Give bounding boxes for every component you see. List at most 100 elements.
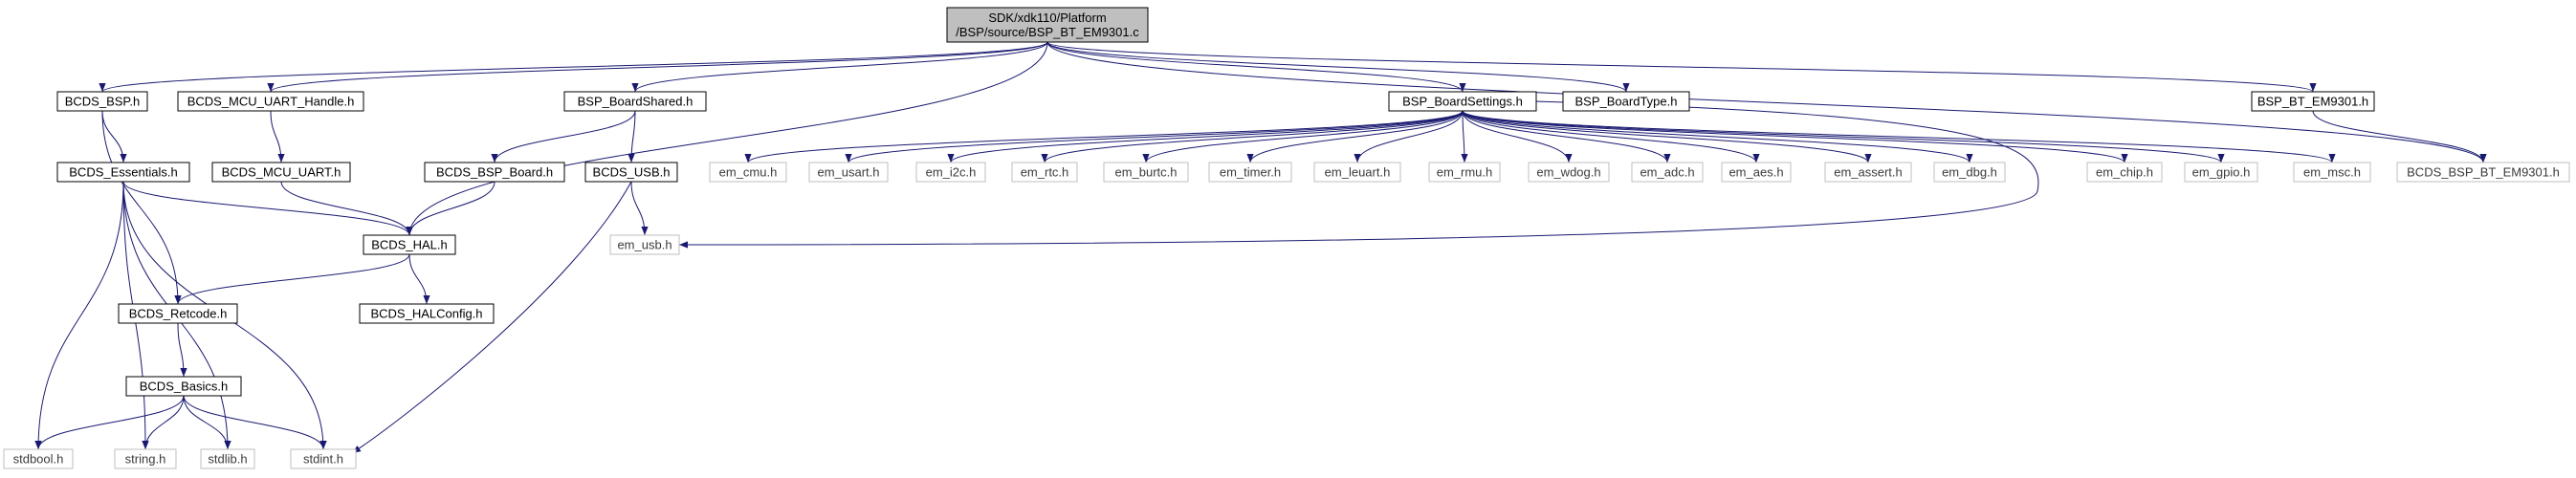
node-label: BCDS_BSP.h <box>65 95 141 109</box>
node-em-adc[interactable]: em_adc.h <box>1631 162 1704 183</box>
edge-root-to-mcu_uart_handle <box>267 41 1048 93</box>
node-em-leuart[interactable]: em_leuart.h <box>1313 162 1401 183</box>
node-label: BCDS_Essentials.h <box>69 165 177 180</box>
node-mcu-uart-handle[interactable]: BCDS_MCU_UART_Handle.h <box>177 91 364 112</box>
node-label: em_usart.h <box>817 165 879 180</box>
node-box <box>1631 162 1704 183</box>
node-label: em_dbg.h <box>1942 165 1997 180</box>
node-bcds-retcode[interactable]: BCDS_Retcode.h <box>118 303 238 324</box>
edge-bcds_usb-to-stdint <box>351 181 632 454</box>
node-em-rmu[interactable]: em_rmu.h <box>1428 162 1501 183</box>
node-em-usart[interactable]: em_usart.h <box>808 162 889 183</box>
node-label: em_timer.h <box>1220 165 1281 180</box>
node-stdlib[interactable]: stdlib.h <box>200 448 255 469</box>
node-label: BCDS_USB.h <box>593 165 671 180</box>
node-box <box>2293 162 2371 183</box>
node-label: BCDS_HALConfig.h <box>370 307 482 321</box>
edge-bcds_basics-to-stdlib <box>183 395 231 450</box>
edge-root-to-bsp_boardshared <box>631 41 1048 93</box>
node-box <box>290 448 357 469</box>
node-em-cmu[interactable]: em_cmu.h <box>709 162 787 183</box>
edge-root-to-bsp_boardtype <box>1046 41 1630 93</box>
node-bcds-bsp-board[interactable]: BCDS_BSP_Board.h <box>424 162 565 183</box>
node-bcds-usb[interactable]: BCDS_USB.h <box>584 162 678 183</box>
node-box <box>915 162 986 183</box>
node-em-wdog[interactable]: em_wdog.h <box>1528 162 1610 183</box>
node-box <box>2184 162 2258 183</box>
node-bcds-hal[interactable]: BCDS_HAL.h <box>363 234 456 255</box>
node-box <box>1103 162 1189 183</box>
node-em-dbg[interactable]: em_dbg.h <box>1933 162 2006 183</box>
node-box <box>1933 162 2006 183</box>
node-stdint[interactable]: stdint.h <box>290 448 357 469</box>
node-box <box>946 7 1149 43</box>
node-box <box>359 303 495 324</box>
node-em-chip[interactable]: em_chip.h <box>2086 162 2163 183</box>
node-label: em_gpio.h <box>2192 165 2251 180</box>
node-label: stdint.h <box>303 452 343 467</box>
edge-bsp_boardsettings-to-em_adc <box>1462 110 1671 163</box>
node-stdbool[interactable]: stdbool.h <box>3 448 74 469</box>
node-label: BCDS_MCU_UART_Handle.h <box>187 95 355 109</box>
edge-bsp_boardsettings-to-em_rtc <box>1041 110 1464 163</box>
edge-bsp_boardsettings-to-em_timer <box>1246 110 1464 163</box>
node-box <box>2396 162 2570 183</box>
node-em-msc[interactable]: em_msc.h <box>2293 162 2371 183</box>
node-label: em_usb.h <box>617 238 672 252</box>
node-box <box>56 91 148 112</box>
node-em-timer[interactable]: em_timer.h <box>1208 162 1292 183</box>
node-label: BCDS_Retcode.h <box>129 307 228 321</box>
node-bsp-bt-em9301[interactable]: BSP_BT_EM9301.h <box>2251 91 2375 112</box>
node-box <box>424 162 565 183</box>
edge-bsp_boardsettings-to-em_rmu <box>1461 110 1468 163</box>
node-em-gpio[interactable]: em_gpio.h <box>2184 162 2258 183</box>
node-bcds-halconfig[interactable]: BCDS_HALConfig.h <box>359 303 495 324</box>
node-bsp-boardshared[interactable]: BSP_BoardShared.h <box>563 91 707 112</box>
edge-bsp_boardsettings-to-em_cmu <box>744 110 1464 163</box>
edge-bsp_boardsettings-to-em_msc <box>1462 110 2336 163</box>
node-box <box>584 162 678 183</box>
node-label: em_rtc.h <box>1021 165 1069 180</box>
node-string[interactable]: string.h <box>114 448 177 469</box>
node-bcds-bsp-bt-em9301[interactable]: BCDS_BSP_BT_EM9301.h <box>2396 162 2570 183</box>
node-bcds-mcu-uart[interactable]: BCDS_MCU_UART.h <box>211 162 351 183</box>
node-box <box>1528 162 1610 183</box>
edge-bcds_essentials-to-stdbool <box>34 181 124 450</box>
node-em-burtc[interactable]: em_burtc.h <box>1103 162 1189 183</box>
node-label: BCDS_MCU_UART.h <box>222 165 341 180</box>
edge-bsp_bt_em9301-to-bcds_bsp_bt_em9301 <box>2312 110 2487 163</box>
node-em-usb[interactable]: em_usb.h <box>609 234 680 255</box>
node-label: BSP_BoardType.h <box>1575 95 1678 109</box>
edge-bsp_boardsettings-to-em_burtc <box>1142 110 1464 163</box>
edge-mcu_uart_handle-to-bcds_mcu_uart <box>270 110 285 163</box>
node-box <box>211 162 351 183</box>
edge-bsp_boardsettings-to-em_usb <box>678 100 2039 249</box>
node-label: BCDS_Basics.h <box>140 380 228 394</box>
node-label: em_assert.h <box>1834 165 1903 180</box>
edge-bsp_boardsettings-to-em_i2c <box>947 110 1464 163</box>
node-box <box>1562 91 1690 112</box>
edge-bsp_boardsettings-to-em_assert <box>1462 110 1872 163</box>
node-box <box>118 303 238 324</box>
edge-bcds_essentials-to-bcds_hal <box>122 181 413 236</box>
node-box <box>3 448 74 469</box>
edge-bsp_boardshared-to-bcds_bsp_board <box>491 110 636 163</box>
edge-bcds_usb-to-em_usb <box>630 181 649 236</box>
node-em-i2c[interactable]: em_i2c.h <box>915 162 986 183</box>
node-em-assert[interactable]: em_assert.h <box>1824 162 1912 183</box>
node-bcds-essentials[interactable]: BCDS_Essentials.h <box>56 162 190 183</box>
node-em-aes[interactable]: em_aes.h <box>1721 162 1792 183</box>
node-em-rtc[interactable]: em_rtc.h <box>1011 162 1078 183</box>
node-box <box>56 162 190 183</box>
node-bsp-boardsettings[interactable]: BSP_BoardSettings.h <box>1388 91 1537 112</box>
edge-root-to-bsp_bt_em9301 <box>1046 41 2317 93</box>
edge-root-to-bcds_hal <box>406 41 1048 236</box>
edge-bcds_basics-to-stdint <box>183 395 327 450</box>
node-bsp-boardtype[interactable]: BSP_BoardType.h <box>1562 91 1690 112</box>
node-box <box>200 448 255 469</box>
node-root[interactable]: SDK/xdk110/Platform/BSP/source/BSP_BT_EM… <box>946 7 1149 43</box>
node-bcds-basics[interactable]: BCDS_Basics.h <box>125 376 242 397</box>
edge-bsp_boardsettings-to-em_leuart <box>1354 110 1464 163</box>
node-label: BCDS_BSP_BT_EM9301.h <box>2407 165 2560 180</box>
node-bcds-bsp[interactable]: BCDS_BSP.h <box>56 91 148 112</box>
